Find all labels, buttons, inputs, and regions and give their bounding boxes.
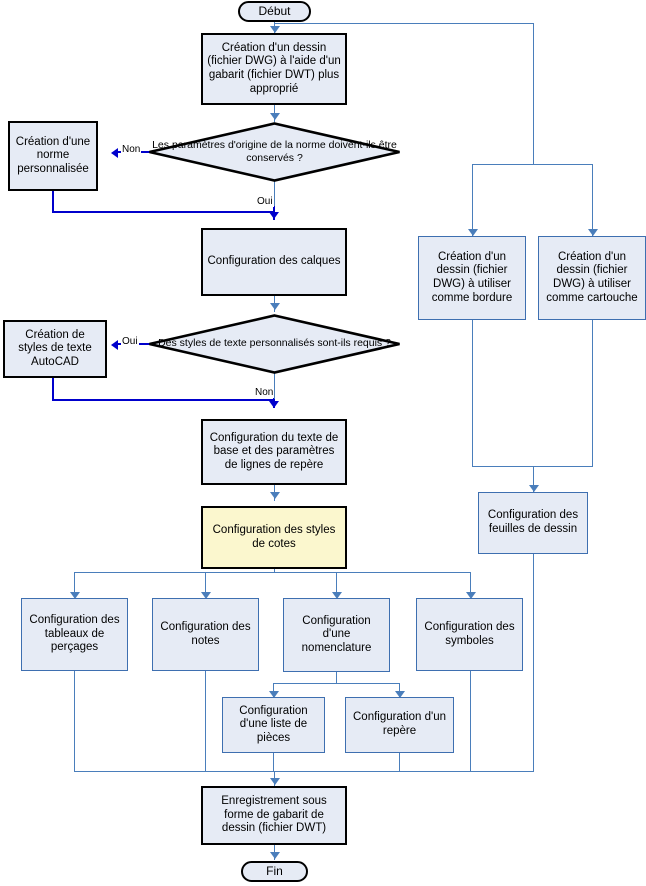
node-autocad-text-styles-label: Création de styles de texte AutoCAD (18, 328, 92, 368)
node-balloon-label: Configuration d'un repère (353, 711, 446, 737)
connector-merge-sheets (472, 466, 593, 467)
node-symbols-label: Configuration des symboles (424, 620, 515, 647)
node-titleblock-drawing-label: Création d'un dessin (fichier DWG) à uti… (546, 250, 638, 304)
node-nomenclature[interactable]: Configuration d'une nomenclature (283, 598, 390, 672)
node-notes-label: Configuration des notes (160, 620, 251, 647)
connector-border-down (472, 320, 473, 466)
node-decision-textstyles[interactable]: Des styles de texte personnalisés sont-i… (148, 314, 401, 374)
arrow-to-balloon (395, 691, 405, 698)
connector-fan-symbols (470, 572, 471, 597)
arrow-layers-to-decision2 (270, 303, 280, 310)
connector-to-partslist (273, 683, 274, 697)
node-notes[interactable]: Configuration des notes (152, 598, 259, 671)
arrow-to-symbols (466, 592, 476, 599)
arrow-to-titleblock (588, 229, 598, 236)
node-custom-standard[interactable]: Création d'une norme personnalisée (8, 121, 98, 191)
connector-merge-to-sheets (533, 466, 534, 492)
arrow-to-partslist (269, 691, 279, 698)
connector-right-trunk-down (533, 23, 534, 164)
node-save-template-label: Enregistrement sous forme de gabarit de … (221, 795, 327, 835)
connector-start-right (274, 23, 534, 24)
arrow-bus-to-save (270, 778, 280, 785)
connector-partslist-down (273, 752, 274, 772)
connector-fan-holetables (74, 572, 75, 597)
connector-to-balloon (399, 683, 400, 697)
connector-bottom-bus (74, 771, 534, 772)
edge-label-textstyles-oui: Oui (121, 336, 139, 347)
node-sheets[interactable]: Configuration des feuilles de dessin (478, 492, 588, 554)
connector-nomenclature-split (273, 683, 400, 684)
node-end[interactable]: Fin (241, 861, 308, 882)
connector-fan-nomenclature (336, 572, 337, 597)
edge-label-standard-oui: Oui (256, 196, 274, 207)
node-hole-tables[interactable]: Configuration des tableaux de perçages (21, 598, 128, 671)
node-save-template[interactable]: Enregistrement sous forme de gabarit de … (201, 786, 347, 845)
connector-right-split (472, 164, 593, 165)
node-create-drawing-label: Création d'un dessin (fichier DWG) à l'a… (207, 41, 341, 95)
node-parts-list[interactable]: Configuration d'une liste de pièces (222, 697, 325, 753)
diamond-shape-textstyles (149, 314, 400, 374)
node-base-text-label: Configuration du texte de base et des pa… (209, 431, 339, 471)
arrow-save-to-end (270, 852, 280, 859)
connector-acadstyles-down (52, 377, 54, 401)
edge-label-standard-non: Non (121, 144, 142, 155)
connector-titleblock-down (592, 320, 593, 466)
node-end-label: Fin (266, 864, 283, 879)
connector-dimstyles-down (274, 568, 275, 573)
node-border-drawing-label: Création d'un dessin (fichier DWG) à uti… (431, 250, 513, 304)
connector-to-border (472, 164, 473, 236)
node-balloon[interactable]: Configuration d'un repère (345, 697, 454, 753)
connector-symbols-down (470, 671, 471, 772)
arrow-decision1-non (111, 148, 118, 158)
diamond-shape-standard (149, 122, 400, 182)
node-parts-list-label: Configuration d'une liste de pièces (239, 704, 308, 744)
node-start-label: Début (258, 4, 291, 19)
node-start[interactable]: Début (238, 1, 311, 22)
arrow-to-nomenclature (332, 592, 342, 599)
node-border-drawing[interactable]: Création d'un dessin (fichier DWG) à uti… (418, 236, 526, 320)
node-autocad-text-styles[interactable]: Création de styles de texte AutoCAD (3, 320, 107, 378)
connector-nomenclature-down (336, 672, 337, 684)
arrow-start-to-create (270, 26, 280, 33)
arrow-to-border (468, 229, 478, 236)
node-hole-tables-label: Configuration des tableaux de perçages (29, 614, 120, 654)
arrow-to-notes (201, 592, 211, 599)
node-sheets-label: Configuration des feuilles de dessin (487, 509, 579, 535)
connector-customstd-right (52, 211, 275, 213)
arrow-to-holetables (70, 592, 80, 599)
connector-decision1-oui (274, 181, 275, 206)
node-dimension-styles[interactable]: Configuration des styles de cotes (201, 506, 347, 569)
connector-decision2-non (274, 373, 275, 399)
node-layers-label: Configuration des calques (207, 255, 341, 268)
node-create-drawing[interactable]: Création d'un dessin (fichier DWG) à l'a… (201, 33, 347, 105)
connector-acadstyles-right (52, 399, 275, 401)
node-decision-standard[interactable]: Les paramètres d'origine de la norme doi… (148, 122, 401, 182)
connector-customstd-down (52, 190, 54, 213)
node-custom-standard-label: Création d'une norme personnalisée (15, 135, 91, 175)
node-dimension-styles-label: Configuration des styles de cotes (212, 523, 336, 550)
arrow-create-to-decision1 (270, 113, 280, 120)
node-base-text[interactable]: Configuration du texte de base et des pa… (201, 419, 347, 485)
connector-balloon-down (399, 752, 400, 772)
connector-holetables-down (74, 671, 75, 772)
arrow-loop1-into-calques (269, 212, 279, 219)
connector-sheets-down (533, 554, 534, 772)
node-nomenclature-label: Configuration d'une nomenclature (301, 614, 372, 654)
edge-label-textstyles-non: Non (254, 387, 275, 398)
arrow-to-sheets (529, 485, 539, 492)
connector-notes-down (205, 671, 206, 772)
node-titleblock-drawing[interactable]: Création d'un dessin (fichier DWG) à uti… (538, 236, 646, 320)
node-layers[interactable]: Configuration des calques (201, 228, 347, 296)
arrow-decision2-oui (111, 340, 118, 350)
arrow-loop2-into-basetext (269, 401, 279, 408)
connector-fan-notes (205, 572, 206, 597)
connector-to-titleblock (592, 164, 593, 236)
connector-fanout-bus (74, 572, 471, 573)
arrow-basetext-to-dimstyles (270, 492, 280, 499)
node-symbols[interactable]: Configuration des symboles (416, 598, 523, 671)
